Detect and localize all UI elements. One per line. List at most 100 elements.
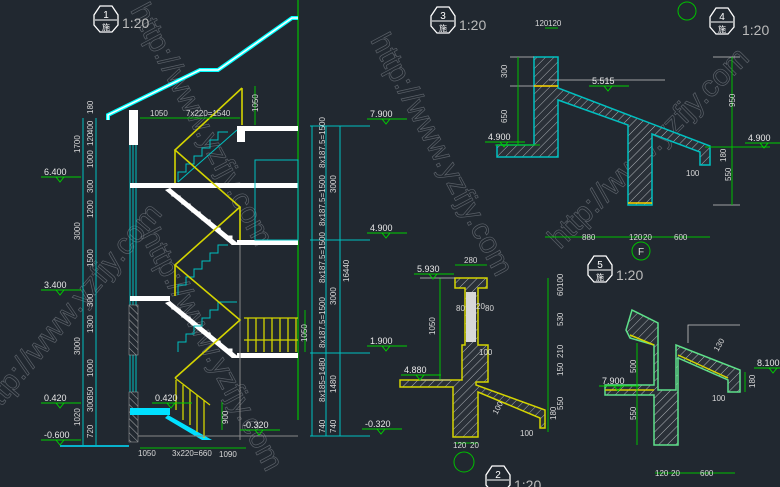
section-3-detail <box>495 27 770 238</box>
dimension-label: 8x187.5=1500 <box>318 297 327 348</box>
dimension-label: 1020 <box>73 408 82 426</box>
dimension-label: 130 <box>712 336 727 353</box>
elevation-label: 4.900 <box>370 223 393 233</box>
elevation-label: 4.880 <box>404 365 427 375</box>
elevation-label: 4.900 <box>748 133 771 143</box>
dimension-label: 100 <box>556 273 565 287</box>
floor-slab <box>130 183 298 188</box>
elevation-marker-icon <box>754 367 780 374</box>
dimension-label: 550 <box>556 396 565 410</box>
dimension-label: 210 <box>556 344 565 358</box>
scale-label: 1:20 <box>122 15 149 31</box>
dimension-label: 900 <box>221 410 230 424</box>
dimension-label: 120 <box>86 132 95 146</box>
dimension-label: 120 <box>548 19 562 28</box>
sheet-ref: 施 <box>439 23 447 33</box>
elevation-label: 7.900 <box>370 109 393 119</box>
dimension-label: 1050 <box>428 317 437 335</box>
sheet-ref: 施 <box>718 24 726 34</box>
dimension-label: 300 <box>86 179 95 193</box>
dimension-label: 1050 <box>300 324 309 342</box>
dimension-label: 1300 <box>86 315 95 333</box>
dimension-label: 740 <box>329 419 338 433</box>
axis-marker <box>453 451 475 473</box>
baluster <box>466 292 476 342</box>
dimension-label: 530 <box>556 312 565 326</box>
dimension-label: 400 <box>86 120 95 134</box>
dimension-label: 1500 <box>86 249 95 267</box>
dimension-label: 100 <box>712 394 726 403</box>
dimension-label: 1050 <box>251 94 260 112</box>
wall <box>129 110 138 145</box>
elevation-marker-icon <box>414 273 454 280</box>
section-marker-4: 4 施 1:20 <box>709 7 769 38</box>
elevation-label: 3.400 <box>44 280 67 290</box>
stair-flight <box>165 415 212 440</box>
dimension-label: 740 <box>318 419 327 433</box>
dimension-label: 180 <box>719 148 728 162</box>
dimension-label: 120 <box>535 19 549 28</box>
elevation-marker-icon <box>745 142 780 149</box>
dimension-label: 16440 <box>342 259 351 282</box>
dimension-label: 1090 <box>219 450 237 459</box>
dimension-label: 180 <box>86 100 95 114</box>
elevation-label: 0.420 <box>44 393 67 403</box>
concrete-section <box>496 56 711 206</box>
dimension-label: 650 <box>500 109 509 123</box>
dimension-label: 20 <box>470 441 479 450</box>
dimension-label: 1700 <box>73 135 82 153</box>
elevation-marker-icon <box>485 141 525 148</box>
elevation-label: 5.515 <box>592 76 615 86</box>
dimension-label: 100 <box>686 169 700 178</box>
dimension-label: 880 <box>582 233 596 242</box>
dimension-label: 550 <box>629 406 638 420</box>
elevation-marker-icon <box>41 439 81 446</box>
section-1-stair-section <box>60 0 370 449</box>
axis-marker-f: F <box>631 241 651 261</box>
watermark: http://www.yzfjy.com <box>364 28 520 281</box>
dimension-label: 600 <box>674 233 688 242</box>
axis-label: F <box>638 247 644 258</box>
section-number: 5 <box>597 260 603 271</box>
dimension-label: 350 <box>86 386 95 400</box>
elevation-label: 0.420 <box>155 393 178 403</box>
elevation-marker-icon <box>41 176 81 183</box>
dimension-label: 600 <box>700 469 714 478</box>
elevation-marker-icon <box>599 385 639 392</box>
section-number: 3 <box>440 11 446 22</box>
dimension-label: 1050 <box>150 109 168 118</box>
dimension-label: 20 <box>643 233 652 242</box>
dimension-label: 3000 <box>329 287 338 305</box>
dimension-label: 120 <box>453 441 467 450</box>
ground-slab <box>130 408 170 415</box>
sheet-ref: 施 <box>102 22 110 32</box>
elevation-label: 5.930 <box>417 264 440 274</box>
dimension-label: 550 <box>724 167 733 181</box>
dimension-label: 1480 <box>329 375 338 393</box>
dimension-label: 120 <box>629 233 643 242</box>
dimension-label: 1050 <box>138 449 156 458</box>
elevation-marker-icon <box>41 402 81 409</box>
floor-slab <box>237 126 298 131</box>
section-number: 4 <box>719 12 725 23</box>
dimension-label: 120 <box>655 469 669 478</box>
elevation-marker-icon <box>152 402 192 409</box>
dimension-label: 7x220=1540 <box>186 109 231 118</box>
dimension-label: 300 <box>500 64 509 78</box>
elevation-label: -0.320 <box>365 419 391 429</box>
elevation-marker-icon <box>240 429 280 436</box>
dimension-label: 3000 <box>73 337 82 355</box>
dimension-label: 80 <box>485 304 494 313</box>
concrete-section <box>604 308 741 446</box>
dimension-label: 720 <box>86 424 95 438</box>
dimension-label: 1000 <box>86 359 95 377</box>
watermark: http://www.yzfjy.com <box>0 197 169 425</box>
dimension-label: 8x187.5=1500 <box>318 175 327 226</box>
dimension-label: 500 <box>629 359 638 373</box>
concrete-section <box>399 277 546 438</box>
dimension-label: 8x187.5=1500 <box>318 232 327 283</box>
section-5-detail <box>604 308 746 474</box>
elevation-marker-icon <box>367 345 407 352</box>
